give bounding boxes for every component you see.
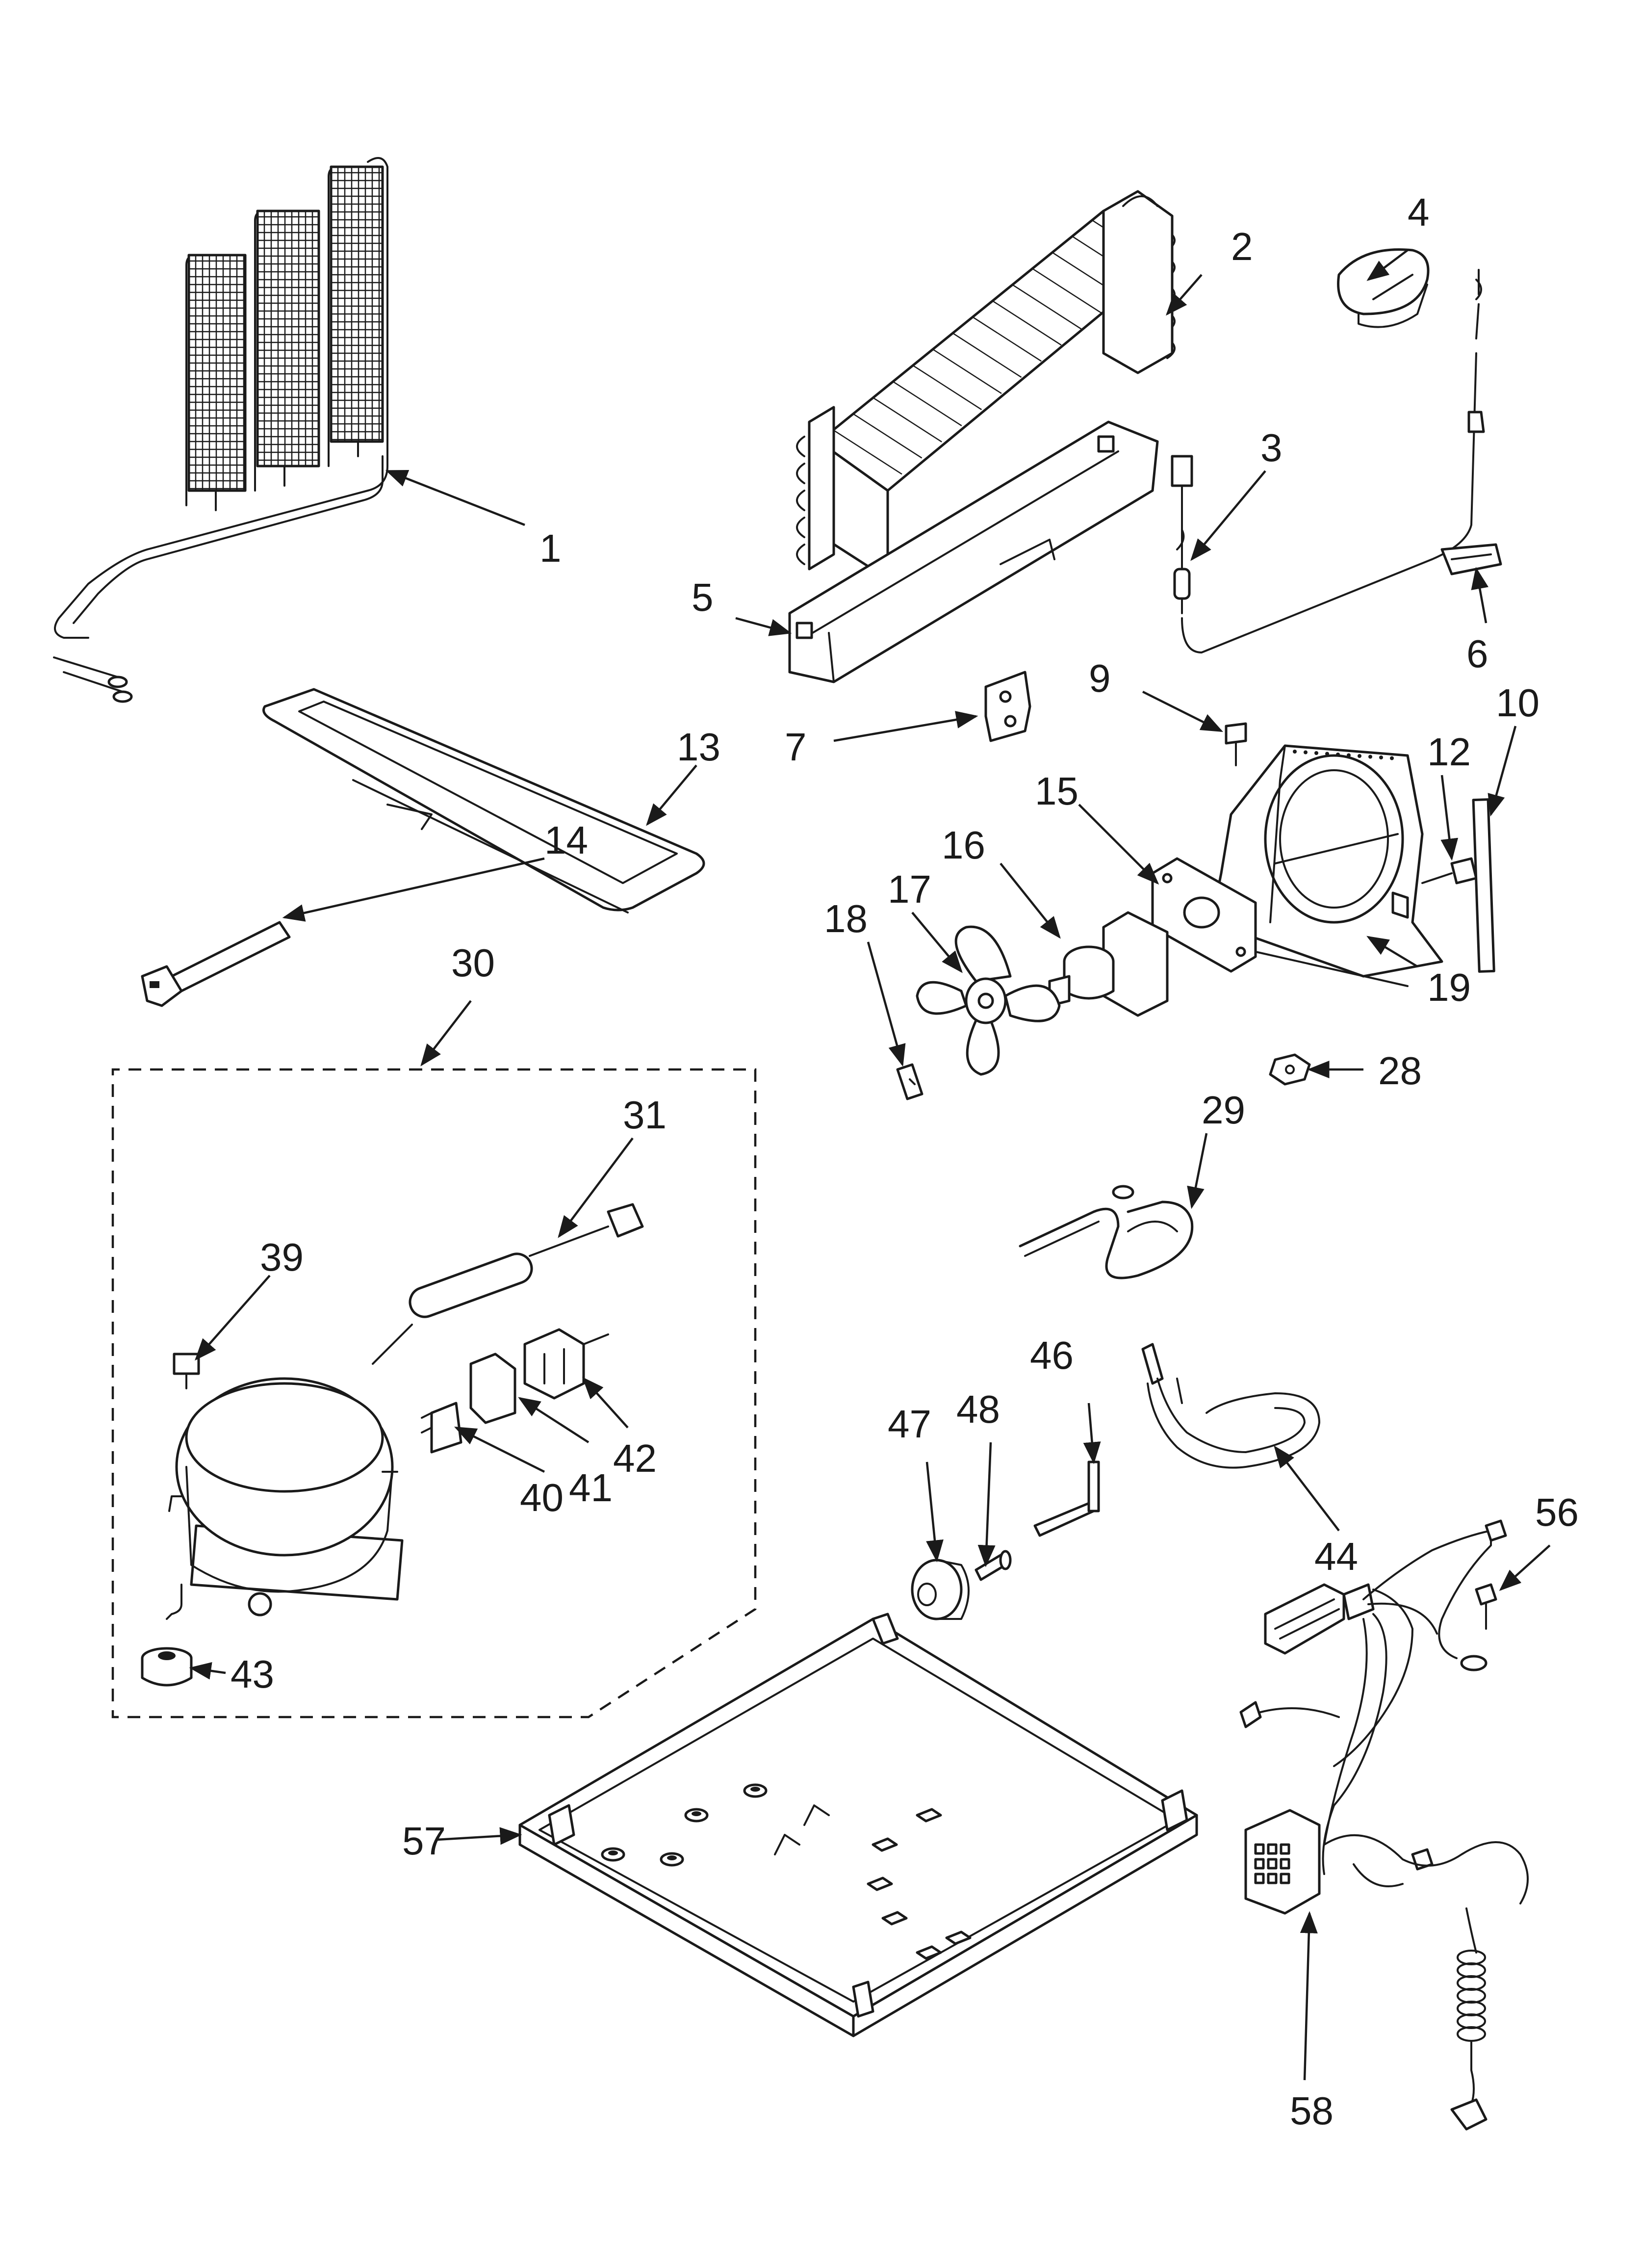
callout-7: 5: [692, 575, 714, 619]
callout-28: 30: [451, 941, 495, 985]
callout-43: 17: [888, 867, 931, 911]
defrost-thermostat-wire: [1171, 269, 1485, 653]
callout-2: 28: [1378, 1049, 1422, 1093]
callout-15: 41: [569, 1466, 613, 1510]
shroud-screw: [1225, 722, 1247, 766]
callout-17: 47: [888, 1402, 931, 1446]
callout-10: 10: [1496, 681, 1539, 725]
compressor-grommet: [141, 1584, 193, 1687]
drain-tube-assembly: [1141, 1343, 1320, 1469]
callout-14: 43: [231, 1652, 274, 1696]
callout-5: 2: [1231, 225, 1253, 268]
machine-compartment-base: [518, 1613, 1198, 2037]
drain-hose: [1019, 1185, 1194, 1279]
roller-axle: [975, 1550, 1012, 1581]
callout-leaders: [189, 249, 1551, 2081]
ground-screw: [1460, 1583, 1497, 1671]
mounting-bracket: [984, 671, 1031, 742]
callout-9: 7: [785, 725, 807, 769]
callout-44: 18: [824, 897, 868, 940]
evaporator-drain-trough: [788, 420, 1159, 683]
callout-47: 44: [1314, 1535, 1358, 1578]
callout-48: 46: [1030, 1333, 1074, 1377]
callout-31: 39: [260, 1235, 304, 1279]
callout-46: 29: [1202, 1088, 1245, 1132]
callout-13: 40: [520, 1476, 564, 1519]
callout-40: 16: [942, 823, 985, 867]
callout-57: 56: [1535, 1490, 1579, 1534]
callout-56: 9: [1089, 656, 1111, 700]
callout-39: 19: [1427, 965, 1471, 1009]
wire-harness: [1239, 1519, 1529, 2131]
leveling-roller: [911, 1559, 970, 1620]
fan-motor-bracket: [1210, 744, 1443, 987]
condenser-coil: [53, 157, 388, 703]
callout-58: 13: [677, 725, 720, 769]
start-relay-parts: [421, 1328, 609, 1454]
wire-clip: [1440, 543, 1502, 575]
callout-labels: 1 2 3 4 5 6 7 9 10 12 13 14 15 16 17 18 …: [231, 190, 1579, 2133]
compressor-kit-boundary: [111, 1068, 757, 1719]
callout-6: 12: [1427, 730, 1471, 774]
filter-drier: [372, 1203, 644, 1365]
cable-tie: [141, 921, 291, 1007]
connector-tube: [1033, 1460, 1100, 1537]
callout-42: 58: [1290, 2089, 1334, 2133]
insulation-strip: [1472, 798, 1495, 973]
callout-1: 57: [402, 1819, 446, 1863]
callout-4: 3: [1260, 426, 1283, 469]
bracket-screw: [1421, 857, 1478, 885]
callout-12: 42: [613, 1436, 657, 1480]
callout-19: 6: [1466, 632, 1488, 676]
thermistor-cover: [1337, 248, 1430, 328]
fan-blade-retainer: [896, 1063, 924, 1100]
callout-30: 14: [544, 818, 588, 862]
callout-18: 48: [956, 1387, 1000, 1431]
callout-16: 4: [1408, 190, 1430, 234]
drain-pan: [262, 688, 705, 913]
callout-3: 1: [539, 526, 562, 570]
push-nut: [1269, 1053, 1311, 1086]
callout-29: 31: [623, 1093, 667, 1137]
fan-blade: [916, 925, 1061, 1076]
compressor: [168, 1353, 404, 1616]
callout-41: 15: [1035, 769, 1078, 813]
